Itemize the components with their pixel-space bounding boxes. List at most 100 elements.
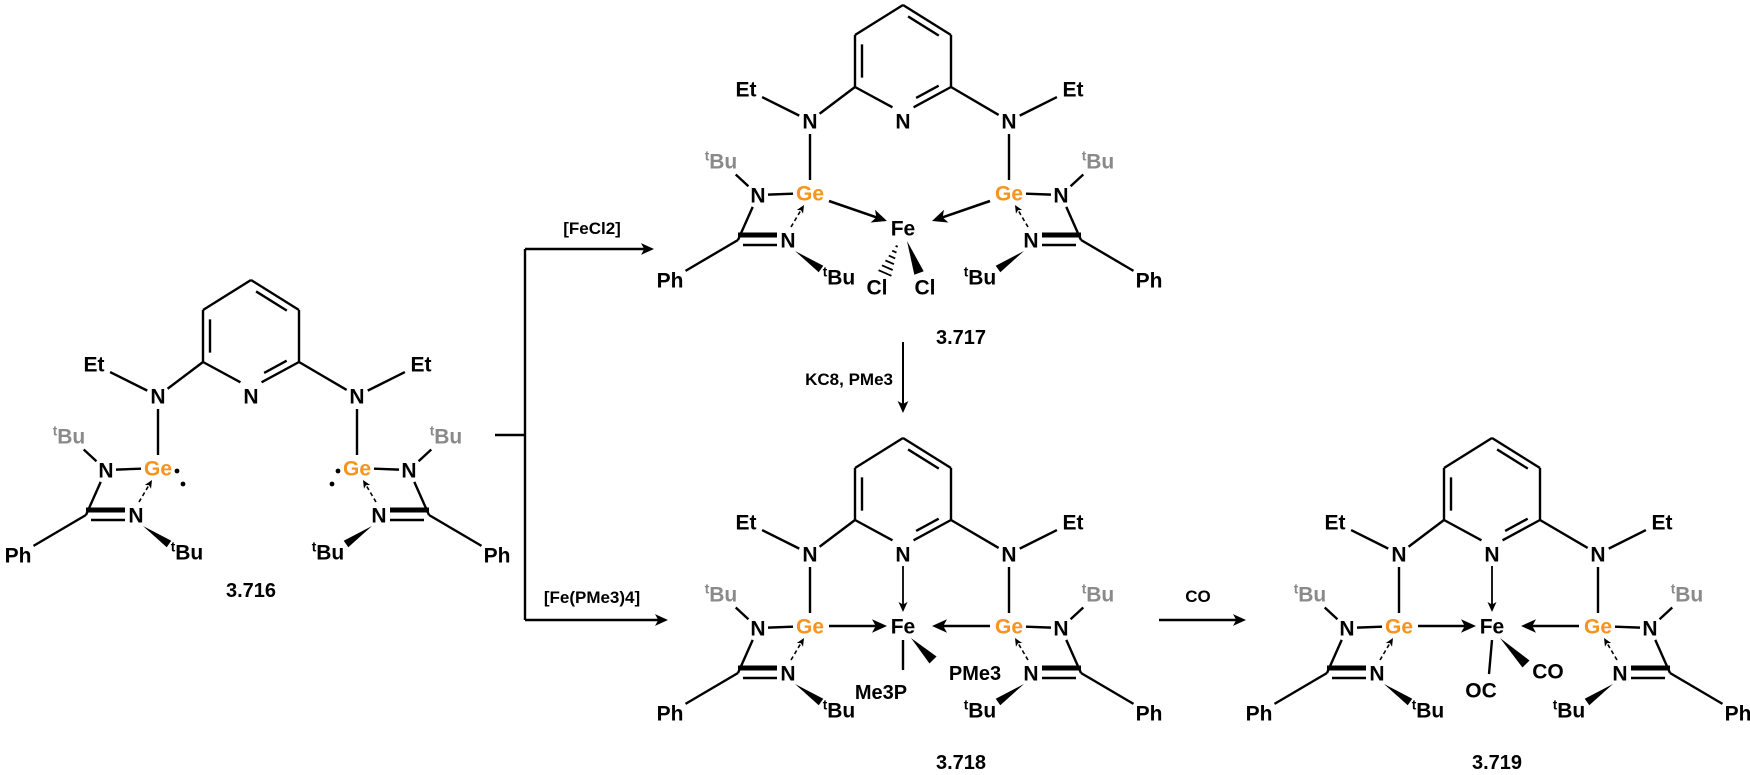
compound-3-719-right-amidinate-n1: N xyxy=(1642,618,1657,641)
compound-3-718-left-amine-n: N xyxy=(802,544,817,567)
compound-3-716-right-bond xyxy=(428,513,483,547)
compound-3-719-ring-double-bond xyxy=(1496,448,1529,470)
compound-3-716-left-bond xyxy=(115,467,142,471)
compound-3-717-left-tert-butyl-grey: tBu xyxy=(705,149,738,174)
compound-3-719-left-phenyl: Ph xyxy=(1246,703,1273,726)
compound-3-719-left-tert-butyl: tBu xyxy=(1412,698,1445,723)
compound-3-716-ring-bond xyxy=(202,360,242,384)
compound-3-717-hashed-wedge-hash xyxy=(885,259,895,266)
compound-3-718-left-wedge-bond xyxy=(795,684,824,706)
compound-3-719-ring-bond xyxy=(1491,436,1541,470)
compound-3-717-left-wedge-bond xyxy=(795,251,824,273)
compound-3-716-right-dative-arrow-head xyxy=(363,480,371,489)
compound-3-719-left-wedge-bond xyxy=(1384,684,1413,706)
compound-3-719-left-bond xyxy=(1323,606,1339,621)
compound-3-716-left-amidinate-n1: N xyxy=(98,460,113,483)
compound-3-718-ligand-trimethylphosphine: PMe3 xyxy=(949,663,1001,685)
compound-3-718-right-amidinate-n1: N xyxy=(1053,618,1068,641)
compound-3-717-right-phenyl: Ph xyxy=(1136,270,1163,293)
compound-3-716-left-tert-butyl: tBu xyxy=(171,540,204,565)
compound-3-718-left-germanium: Ge xyxy=(796,616,824,639)
compound-3-717-ring-bond xyxy=(854,85,894,109)
compound-3-719-left-bond xyxy=(1273,671,1328,705)
compound-3-716-right-amine-n: N xyxy=(349,386,364,409)
compound-3-719-wedge-bond xyxy=(1500,638,1530,668)
compound-3-719-left-amidinate-n2: N xyxy=(1369,663,1384,686)
compound-3-717-right-bond xyxy=(1069,173,1085,188)
arrow-reduction-head xyxy=(897,401,909,413)
compound-3-718-left-bond xyxy=(818,519,856,548)
compound-3-716-ring-double-bond xyxy=(255,290,288,312)
compound-3-718-ring-double-bond xyxy=(915,517,940,532)
compound-3-719-right-phenyl: Ph xyxy=(1725,703,1750,726)
compound-3-719-ring-bond xyxy=(1443,436,1493,470)
compound-3-718-label: 3.718 xyxy=(936,752,986,774)
compound-3-716-left-bond xyxy=(82,448,98,463)
compound-3-716-right-dative-arrow-shaft xyxy=(365,484,377,503)
compound-3-716-ring-double-bond xyxy=(263,359,288,374)
compound-3-717-right-ethyl: Et xyxy=(1063,79,1084,102)
compound-3-719-left-tert-butyl-grey: tBu xyxy=(1294,582,1327,607)
compound-3-717-pyridine-n: N xyxy=(895,111,910,134)
reagent-fe-pme3: [Fe(PMe3)4] xyxy=(544,588,640,607)
compound-3-717-left-ge-fe-arrow-head xyxy=(870,209,887,223)
compound-3-719-left-bond xyxy=(1356,625,1383,629)
compound-3-719-pyridine-fe-arrow-head xyxy=(1487,602,1497,612)
compound-3-716-right-lone-pair-dot xyxy=(329,481,335,487)
compound-3-716-right-bond xyxy=(367,370,406,392)
compound-3-717-left-ethyl: Et xyxy=(736,79,757,102)
compound-3-716-right-lone-pair-dot xyxy=(335,468,341,474)
compound-3-717-label: 3.717 xyxy=(936,327,986,349)
compound-3-717-left-tert-butyl: tBu xyxy=(823,265,856,290)
compound-3-717-left-amidinate-n1: N xyxy=(750,185,765,208)
compound-3-716-left-amine-n: N xyxy=(150,386,165,409)
compound-3-719-ring-bond xyxy=(1501,518,1541,542)
compound-3-718-right-amine-n: N xyxy=(1001,544,1016,567)
compound-3-719-right-ethyl: Et xyxy=(1652,512,1673,535)
compound-3-718-right-ethyl: Et xyxy=(1063,512,1084,535)
compound-3-717-left-bond xyxy=(734,173,750,188)
compound-3-719-fe-c-bond xyxy=(1487,639,1494,675)
compound-3-718-right-bond xyxy=(1025,625,1052,629)
compound-3-716-right-amidinate-n1: N xyxy=(401,460,416,483)
compound-3-718-right-germanium: Ge xyxy=(995,616,1023,639)
compound-3-717-left-germanium: Ge xyxy=(796,183,824,206)
compound-3-719-right-amidinate-n2: N xyxy=(1612,663,1627,686)
compound-3-717-left-ge-fe-arrow-shaft xyxy=(828,199,878,219)
compound-3-719-right-germanium: Ge xyxy=(1584,616,1612,639)
compound-3-719-left-dative-arrow-shaft xyxy=(1379,642,1391,661)
compound-3-719-right-amine-n: N xyxy=(1590,544,1605,567)
compound-3-719-ring-bond xyxy=(1443,518,1483,542)
compound-3-717-left-dative-arrow-shaft xyxy=(790,209,802,228)
compound-3-717-right-ge-fe-arrow-head xyxy=(932,209,949,223)
compound-3-717-hashed-wedge-hash xyxy=(891,249,897,254)
compound-3-717-right-bond xyxy=(1025,192,1052,196)
compound-3-717-left-dative-arrow-head xyxy=(796,205,804,214)
compound-3-718-iron: Fe xyxy=(891,616,916,639)
compound-3-719-left-ge-fe-arrow-head xyxy=(1461,619,1476,633)
compound-3-719-left-amidinate-n1: N xyxy=(1339,618,1354,641)
compound-3-717-hashed-wedge-hash xyxy=(878,269,892,277)
compound-3-716-left-bond xyxy=(32,513,87,547)
compound-3-719-right-bond xyxy=(1539,518,1589,549)
compound-3-718-left-bond xyxy=(761,528,800,550)
compound-3-716-left-tert-butyl-grey: tBu xyxy=(53,424,86,449)
compound-3-717-right-germanium: Ge xyxy=(995,183,1023,206)
compound-3-719-right-tert-butyl: tBu xyxy=(1553,698,1586,723)
compound-3-718-pyridine-fe-arrow-head xyxy=(898,602,908,612)
compound-3-716-left-lone-pair-dot xyxy=(180,481,186,487)
compound-3-719-right-bond xyxy=(1614,625,1641,629)
compound-3-718-ligand-trimethylphosphine: Me3P xyxy=(855,682,907,704)
compound-3-717-right-bond xyxy=(1019,95,1058,117)
compound-3-717-right-dative-arrow-head xyxy=(1015,205,1023,214)
compound-3-716-right-tert-butyl-grey: tBu xyxy=(430,424,463,449)
compound-3-717-right-bond xyxy=(950,85,1000,116)
compound-3-719-ligand-carbonyl: CO xyxy=(1532,661,1564,684)
compound-3-719-right-bond xyxy=(1669,671,1724,705)
compound-3-716-right-phenyl: Ph xyxy=(484,545,511,568)
compound-3-717-right-tert-butyl-grey: tBu xyxy=(1082,149,1115,174)
compound-3-719-ring-double-bond xyxy=(1504,517,1529,532)
compound-3-719-ligand-carbonyl: OC xyxy=(1465,680,1497,703)
compound-3-716-right-germanium: Ge xyxy=(343,458,371,481)
compound-3-719-label: 3.719 xyxy=(1472,752,1522,774)
